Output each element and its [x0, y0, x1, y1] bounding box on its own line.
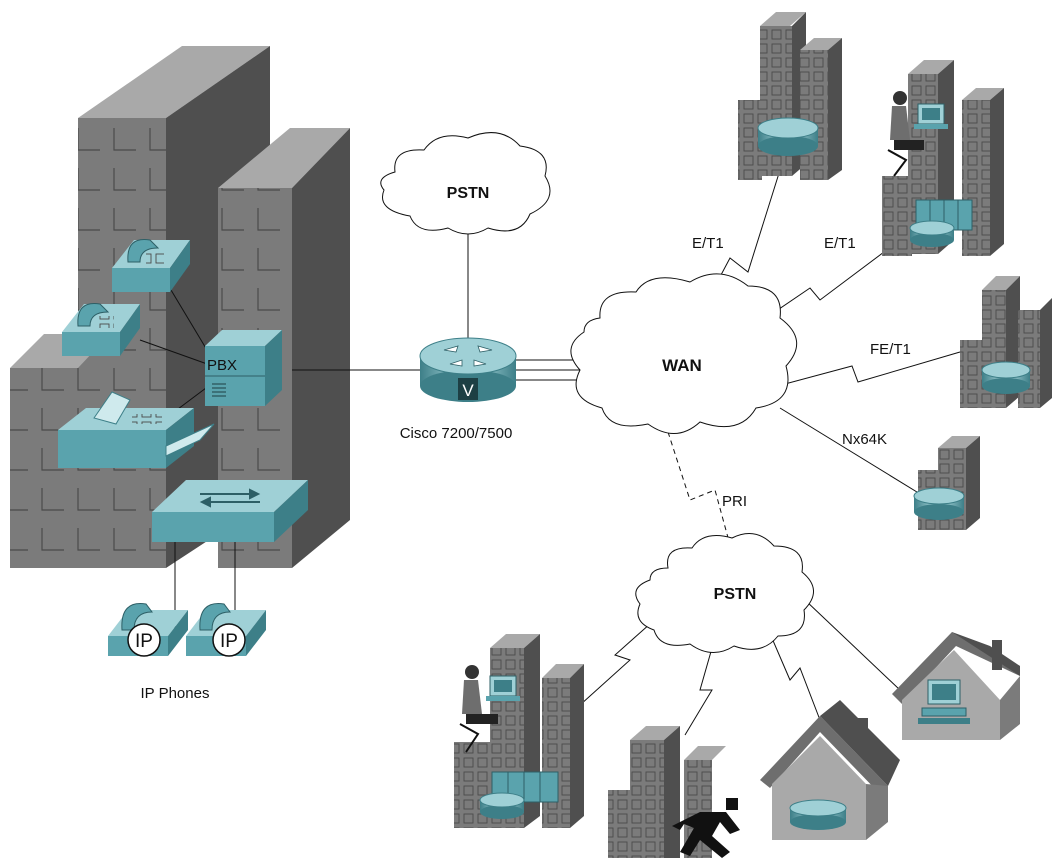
- fax-machine-icon: [58, 391, 215, 468]
- mobile-user-icon: [672, 798, 740, 858]
- pstn-link-office: [579, 614, 661, 706]
- nx64k-label: Nx64K: [842, 431, 887, 448]
- home-office-house: [892, 632, 1020, 740]
- ip-badge: IP: [135, 631, 153, 652]
- pstn-cloud-bottom: PSTN: [635, 533, 814, 653]
- home-office-house: [760, 700, 900, 840]
- lan-switch-icon: [152, 480, 308, 542]
- pstn-cloud-top: PSTN: [380, 132, 551, 235]
- ip-badge: IP: [220, 631, 238, 652]
- pbx-label: PBX: [207, 357, 237, 374]
- user-at-computer-icon: [459, 665, 520, 753]
- pri-link: [667, 431, 731, 546]
- ip-phone-icon: IP: [108, 603, 188, 657]
- et1-label-a: E/T1: [692, 235, 724, 252]
- nx64k-link: [779, 407, 931, 501]
- computer-icon: [918, 679, 970, 724]
- pstn-link-home-pc: [804, 599, 901, 691]
- remote-office-building: [738, 12, 842, 180]
- pstn-link-mobile: [684, 619, 721, 736]
- router-label: Cisco 7200/7500: [400, 425, 513, 442]
- fet1-link: [769, 351, 961, 389]
- et1-link-b: [759, 239, 901, 323]
- desk-phone-icon: [62, 302, 140, 356]
- user-at-computer-icon: [887, 91, 948, 177]
- pbx-icon: PBX: [205, 330, 282, 406]
- ip-phone-icon: IP: [186, 603, 266, 657]
- pstn-top-label: PSTN: [447, 185, 490, 202]
- fet1-label: FE/T1: [870, 341, 911, 358]
- cisco-router-icon: V: [419, 337, 517, 402]
- links: [292, 169, 961, 736]
- router-badge: V: [462, 381, 474, 400]
- wan-label: WAN: [662, 356, 702, 375]
- pstn-link-home-router: [764, 621, 821, 721]
- remote-office-building: [913, 436, 980, 530]
- wan-cloud: WAN: [570, 273, 798, 434]
- remote-office-building: [882, 60, 1004, 256]
- desk-phone-icon: [112, 238, 190, 292]
- remote-office-building: [960, 276, 1052, 408]
- branch-office-building: [454, 634, 584, 828]
- et1-label-b: E/T1: [824, 235, 856, 252]
- ip-phones-label: IP Phones: [141, 685, 210, 702]
- pri-label: PRI: [722, 493, 747, 510]
- pstn-bottom-label: PSTN: [714, 586, 757, 603]
